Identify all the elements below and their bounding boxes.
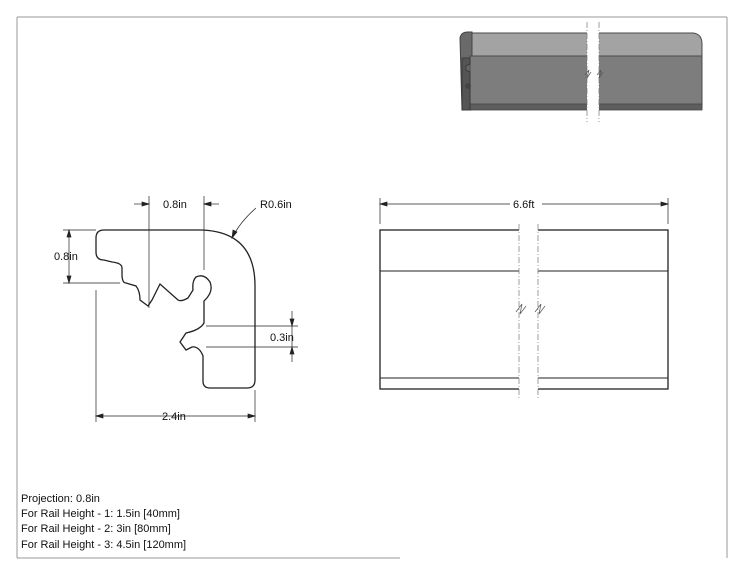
dim-corner-radius: R0.6in [260,199,292,211]
profile-outline [95,229,256,389]
note-rail-height-2: For Rail Height - 2: 3in [80mm] [21,523,171,536]
dim-length: 6.6ft [513,199,534,211]
dim-slot-width: 0.3in [270,332,294,344]
rail-profile [95,229,256,389]
rail-side-view [379,224,669,399]
side-view-dimension [378,198,670,224]
sheet-border [16,16,728,559]
profile-dimensions [63,196,298,422]
dim-left-height: 0.8in [54,251,78,263]
note-rail-height-1: For Rail Height - 1: 1.5in [40mm] [21,508,180,521]
spec-notes: Projection: 0.8in For Rail Height - 1: 1… [21,492,186,553]
note-rail-height-3: For Rail Height - 3: 4.5in [120mm] [21,538,187,551]
note-projection: Projection: 0.8in [21,493,100,505]
dim-top-width: 0.8in [163,199,187,211]
profile-dim-labels: 0.8in R0.6in 0.8in 0.3in 2.4in [54,199,294,423]
rail-3d-render [459,22,703,122]
dim-total-width: 2.4in [162,411,186,423]
